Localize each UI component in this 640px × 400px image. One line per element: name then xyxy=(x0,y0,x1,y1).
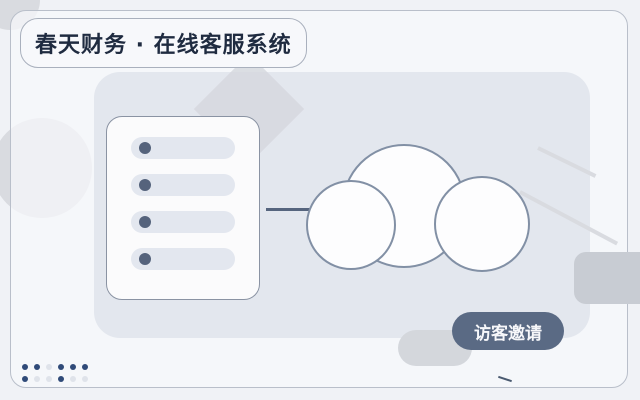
status-dot xyxy=(139,142,151,154)
grid-dot xyxy=(46,376,52,382)
grid-dot xyxy=(34,376,40,382)
grid-dot xyxy=(70,376,76,382)
grid-dot xyxy=(82,364,88,370)
cloud-lobe-right xyxy=(434,176,530,272)
connector-line xyxy=(266,208,330,211)
grid-dot xyxy=(58,376,64,382)
server-slot xyxy=(131,174,235,196)
status-dot xyxy=(139,253,151,265)
visitor-invite-button[interactable]: 访客邀请 xyxy=(452,312,564,350)
server-slot xyxy=(131,137,235,159)
decorative-block xyxy=(574,252,640,304)
status-dot xyxy=(139,179,151,191)
cloud-lobe-left xyxy=(306,180,396,270)
grid-dot xyxy=(22,364,28,370)
grid-dot xyxy=(82,376,88,382)
decorative-dot-grid xyxy=(22,364,102,388)
status-dot xyxy=(139,216,151,228)
page-title: 春天财务 · 在线客服系统 xyxy=(35,33,292,58)
visitor-invite-label: 访客邀请 xyxy=(474,323,542,344)
grid-dot xyxy=(70,364,76,370)
server-slot xyxy=(131,248,235,270)
title-badge: 春天财务 · 在线客服系统 xyxy=(20,18,307,68)
grid-dot xyxy=(58,364,64,370)
grid-dot xyxy=(22,376,28,382)
server-slot xyxy=(131,211,235,233)
server-rack-icon xyxy=(106,116,260,300)
grid-dot xyxy=(34,364,40,370)
grid-dot xyxy=(46,364,52,370)
